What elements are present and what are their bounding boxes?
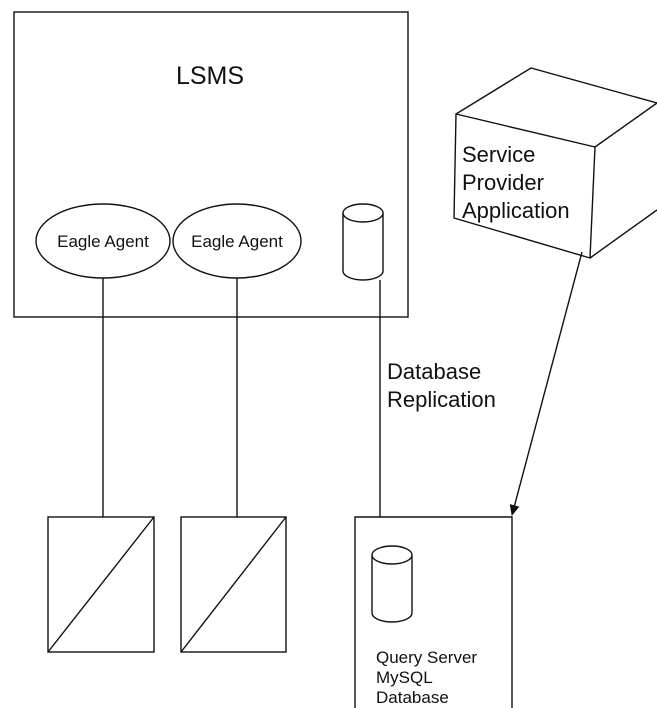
query-server-database-icon [371,545,413,623]
cube-top-edge [594,102,657,148]
eagle-agent-label: Eagle Agent [57,232,149,251]
query-server-line: MySQL [376,668,432,687]
replication-line-text: Database [387,359,481,384]
query-server-box [354,516,513,708]
eagle-agent-1: Eagle Agent [35,203,171,279]
service-provider-application: Service Provider Application [453,67,657,259]
query-server-line: Database [376,688,449,707]
query-server: Query Server MySQL Database [354,516,513,708]
service-provider-line: Provider [462,170,544,195]
eagle-device-1 [47,516,155,653]
cube-top-face [455,67,657,115]
cube-side-edge [589,209,657,259]
lsms-system: LSMS Eagle Agent Eagle Agent [13,11,409,318]
eagle-agent-label: Eagle Agent [191,232,283,251]
service-provider-label: Service Provider Application [462,142,570,223]
query-server-label: Query Server MySQL Database [376,648,482,707]
eagle-agent-2: Eagle Agent [172,203,302,279]
query-server-line: Query Server [376,648,477,667]
service-provider-line: Service [462,142,535,167]
replication-line-text: Replication [387,387,496,412]
service-provider-line: Application [462,198,570,223]
lsms-database-icon [342,203,384,281]
provider-to-query-arrow [509,251,583,516]
eagle-device-2 [180,516,287,653]
lsms-title: LSMS [176,62,244,90]
replication-label: Database Replication [387,359,496,412]
